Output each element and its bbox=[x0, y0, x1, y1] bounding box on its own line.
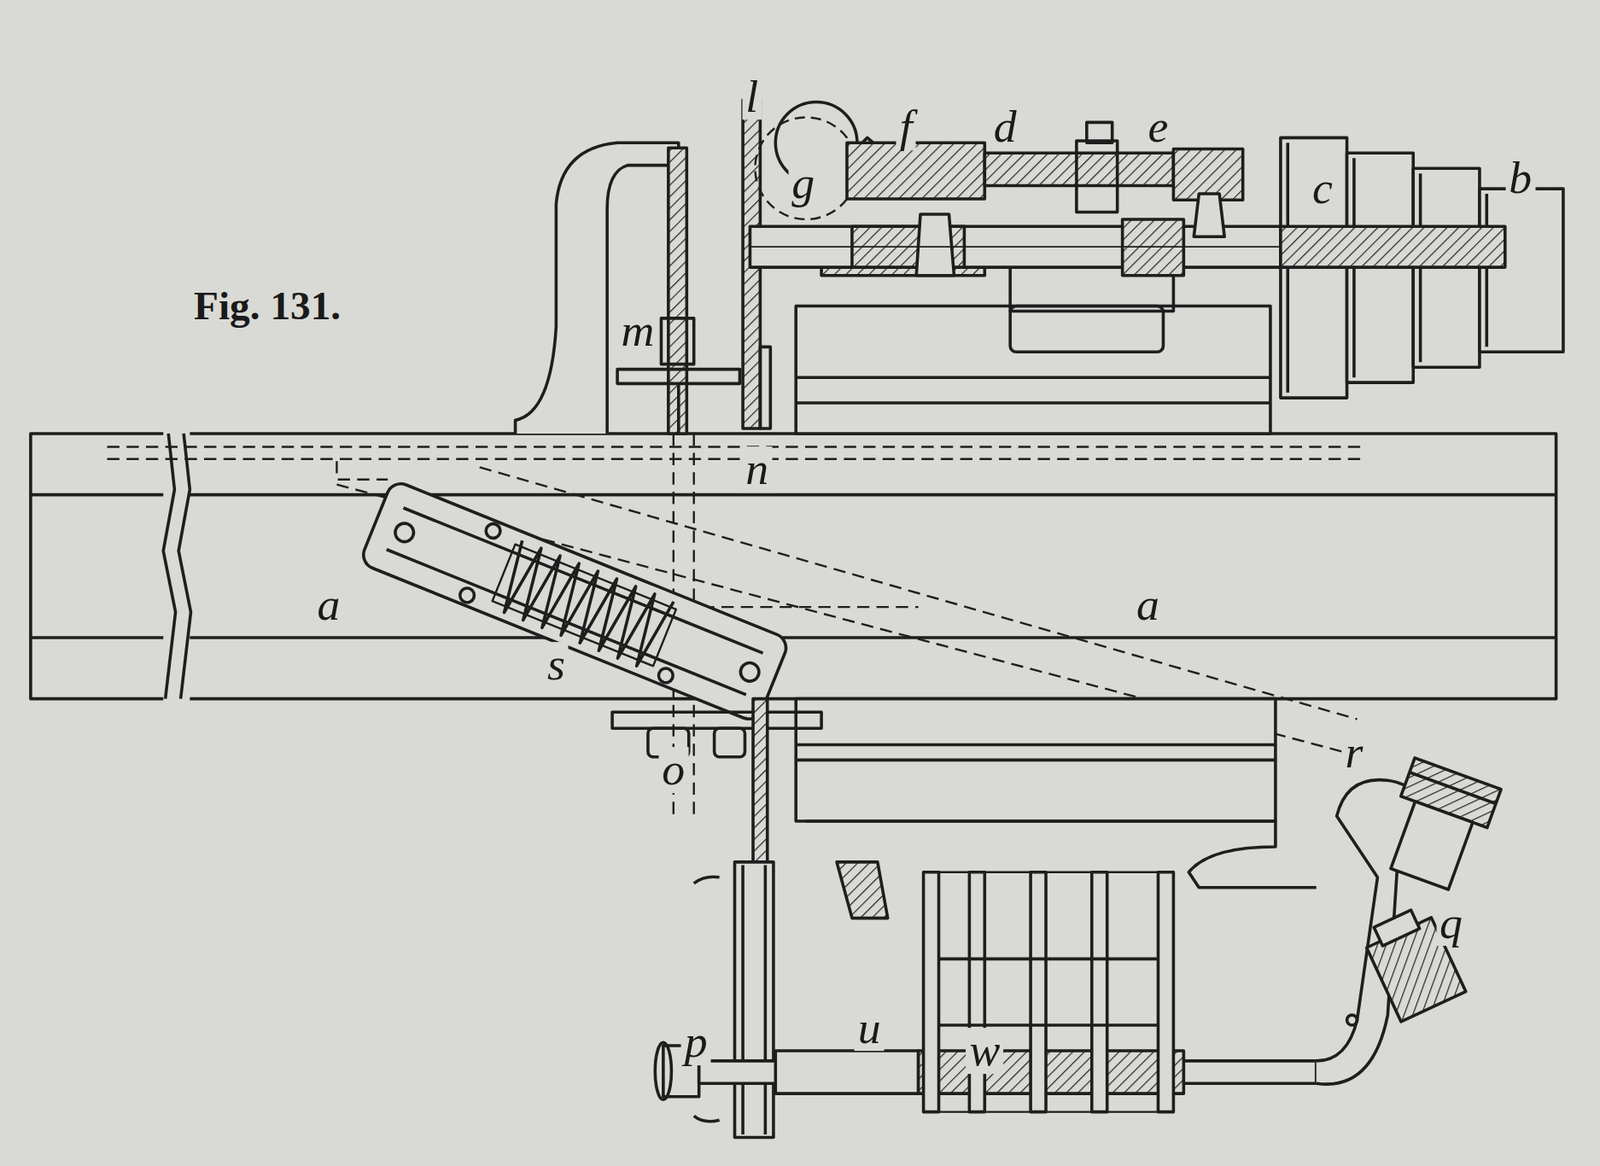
headstock-part bbox=[754, 116, 858, 220]
spring-slide-part bbox=[492, 544, 677, 667]
lower-frame-part bbox=[714, 728, 746, 757]
part-letter: m bbox=[618, 309, 659, 356]
lower-shaft-part bbox=[1030, 872, 1046, 1113]
part-letter: d bbox=[990, 105, 1021, 152]
headstock-part bbox=[795, 401, 1271, 405]
headstock-part bbox=[916, 214, 954, 276]
headstock-part bbox=[846, 142, 985, 199]
spring-slide-part bbox=[656, 665, 676, 685]
part-letter: l bbox=[741, 74, 762, 121]
screw-bracket-part bbox=[677, 383, 681, 434]
bevel-gear-part bbox=[1409, 772, 1496, 805]
screw-bracket-part bbox=[617, 369, 740, 385]
bevel-gear-part bbox=[1390, 801, 1473, 890]
headstock-part bbox=[795, 375, 1271, 380]
lower-shaft-part bbox=[775, 1051, 918, 1094]
bevel-gear bbox=[1316, 758, 1501, 1085]
lower-shaft-part bbox=[939, 1023, 1159, 1028]
headstock-part bbox=[1086, 122, 1113, 143]
hand-wheel-part bbox=[741, 864, 745, 1135]
part-letter: a bbox=[313, 582, 344, 629]
machine-bed-part bbox=[30, 433, 1557, 700]
machine-bed-part bbox=[107, 458, 1368, 461]
bevel-gear-part bbox=[1373, 910, 1419, 946]
spring-slide-part bbox=[359, 479, 791, 725]
face-plate-part bbox=[759, 346, 771, 429]
lower-shaft-part bbox=[654, 1042, 672, 1100]
lower-shaft-part bbox=[939, 957, 1159, 962]
lower-shaft-part bbox=[1091, 872, 1108, 1113]
lower-shaft-part bbox=[923, 872, 940, 1113]
lower-frame-part bbox=[795, 759, 1276, 763]
screw-bracket-part bbox=[515, 142, 679, 434]
spring-slide-part bbox=[386, 549, 747, 695]
part-letter: e bbox=[1144, 105, 1173, 152]
hand-wheel-part bbox=[753, 699, 768, 868]
headstock-part bbox=[1076, 140, 1118, 213]
cone-pulley-part bbox=[1479, 188, 1564, 352]
machine-bed-part bbox=[107, 445, 1368, 448]
spring-slide-part bbox=[392, 520, 417, 545]
spring-slide-part bbox=[737, 659, 762, 684]
part-letter: r bbox=[1341, 729, 1367, 777]
part-letter: p bbox=[681, 1020, 712, 1067]
spring-slide-part bbox=[494, 540, 674, 670]
bevel-gear-part bbox=[1347, 1015, 1358, 1026]
lower-frame-part bbox=[805, 821, 1317, 888]
part-letter: s bbox=[543, 642, 569, 689]
machine-bed-part bbox=[178, 433, 191, 700]
part-letter: c bbox=[1308, 165, 1337, 212]
spring-slide-part bbox=[484, 521, 503, 541]
hand-wheel-part bbox=[694, 1115, 720, 1122]
part-letter: b bbox=[1505, 155, 1536, 202]
part-letter: f bbox=[896, 105, 917, 152]
lower-shaft-part bbox=[918, 1051, 1185, 1094]
headstock-part bbox=[1193, 193, 1225, 237]
part-letter: n bbox=[741, 446, 772, 493]
machine-bed-part bbox=[163, 433, 176, 700]
part-letter: u bbox=[854, 1005, 885, 1052]
lower-shaft bbox=[654, 872, 1316, 1113]
lower-frame-part bbox=[795, 743, 1276, 748]
screw-bracket-part bbox=[668, 147, 688, 434]
headstock-part bbox=[1010, 306, 1163, 353]
lower-frame bbox=[612, 699, 1317, 919]
headstock-part bbox=[795, 306, 1271, 434]
headstock-part bbox=[984, 152, 1174, 186]
headstock bbox=[749, 102, 1505, 434]
machine-bed bbox=[30, 432, 1557, 818]
part-letter: a bbox=[1132, 582, 1163, 629]
lower-shaft-part bbox=[969, 872, 985, 1113]
machine-bed-part bbox=[30, 636, 1557, 640]
lower-frame-part bbox=[612, 712, 822, 729]
screw-bracket bbox=[515, 142, 741, 434]
part-letter: o bbox=[658, 747, 689, 794]
part-letter: w bbox=[965, 1027, 1004, 1075]
lower-frame-part bbox=[795, 699, 1276, 822]
screw-bracket-part bbox=[660, 318, 694, 365]
hand-wheel-part bbox=[735, 862, 774, 1139]
figure-number: Fig. 131. bbox=[190, 286, 345, 327]
lower-shaft-part bbox=[923, 872, 1174, 1113]
lower-shaft-part bbox=[1157, 872, 1174, 1113]
part-letter: g bbox=[788, 160, 818, 207]
machine-bed-part bbox=[336, 461, 388, 480]
cone-pulley-part bbox=[1485, 193, 1490, 347]
spring-slide-part bbox=[457, 585, 477, 605]
hand-wheel-part bbox=[694, 876, 720, 884]
machine-bed-part bbox=[30, 493, 1557, 497]
hand-wheel-part bbox=[764, 864, 768, 1135]
spring-slide bbox=[359, 479, 791, 725]
cone-pulley-part bbox=[1280, 226, 1506, 268]
cone-pulley bbox=[1280, 137, 1564, 398]
lower-frame-part bbox=[836, 862, 888, 919]
part-letter: q bbox=[1436, 900, 1466, 947]
